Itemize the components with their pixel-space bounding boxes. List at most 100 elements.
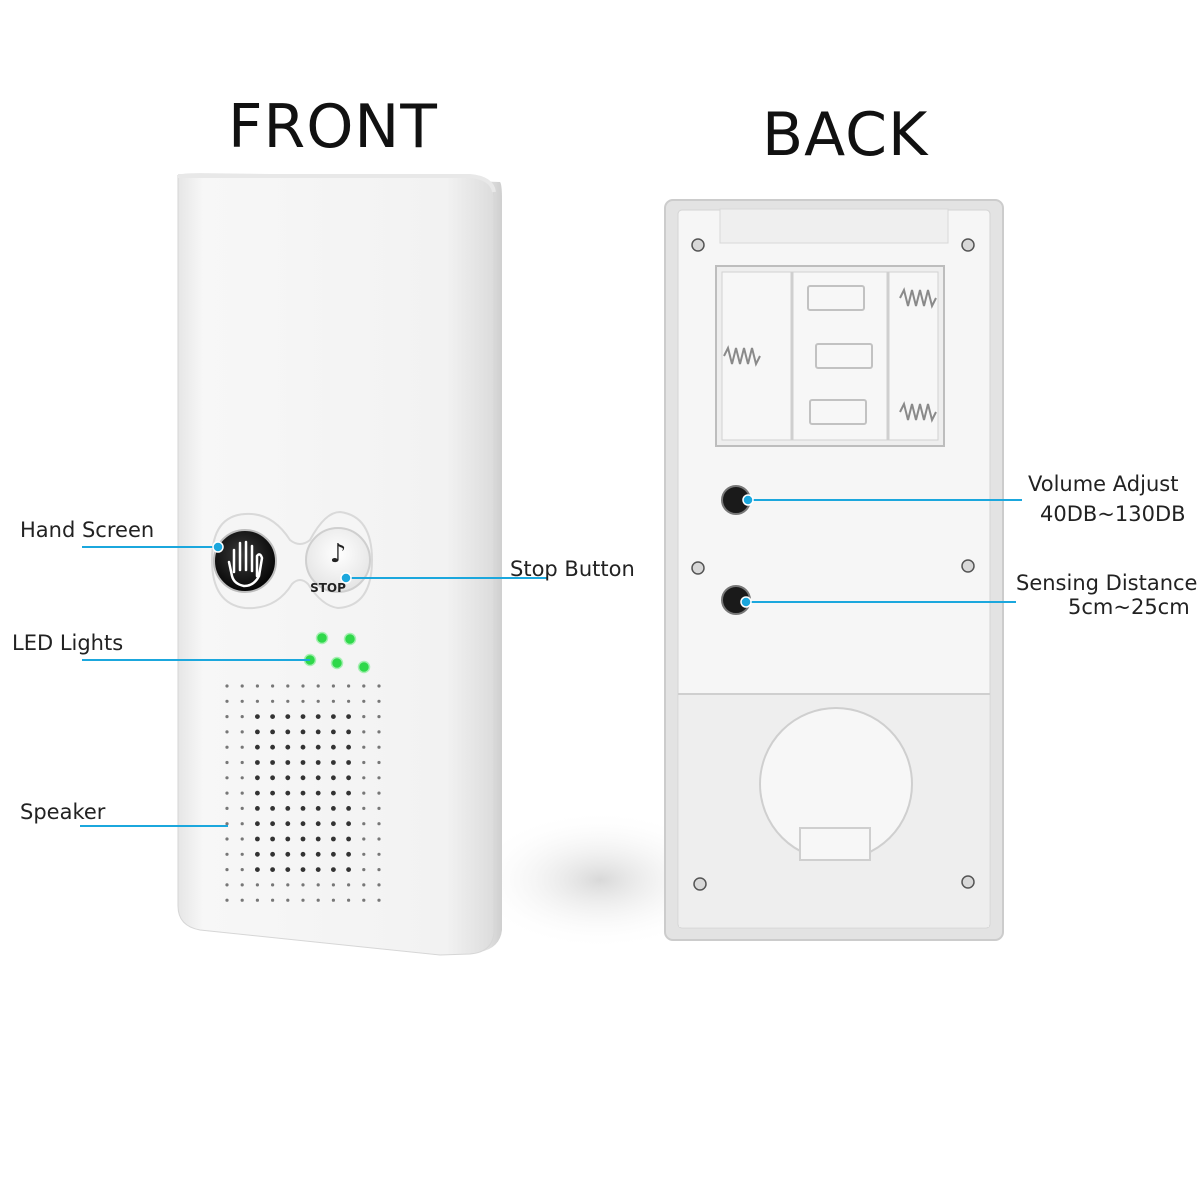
speaker-hole xyxy=(331,851,336,857)
speaker-hole xyxy=(315,775,321,781)
front-top-edge xyxy=(178,174,496,193)
speaker-hole xyxy=(225,837,229,841)
speaker-hole xyxy=(270,851,275,857)
speaker-hole xyxy=(255,883,259,887)
speaker-hole xyxy=(240,791,244,795)
speaker-hole xyxy=(377,730,381,734)
speaker-hole xyxy=(285,806,291,811)
speaker-hole xyxy=(271,883,275,887)
speaker-hole xyxy=(240,730,244,734)
stop-button-label: Stop Button xyxy=(510,557,635,581)
speaker-hole xyxy=(346,775,351,781)
speaker-hole xyxy=(377,684,381,688)
speaker-hole xyxy=(255,699,259,703)
speaker-hole xyxy=(270,867,275,872)
speaker-hole xyxy=(255,867,260,872)
front-title: FRONT xyxy=(228,92,438,162)
speaker-hole xyxy=(240,745,244,749)
speaker-hole xyxy=(225,868,229,872)
speaker-hole xyxy=(362,730,366,734)
speaker-hole xyxy=(240,684,244,688)
speaker-hole xyxy=(270,806,275,811)
speaker-hole xyxy=(301,883,305,887)
speaker-hole xyxy=(331,790,336,796)
speaker-hole xyxy=(271,684,275,688)
speaker-hole xyxy=(377,745,381,749)
speaker-hole xyxy=(331,775,336,781)
screw xyxy=(961,559,975,573)
speaker-hole xyxy=(346,790,351,796)
speaker-hole xyxy=(316,699,320,703)
note-icon: ♪ xyxy=(330,539,347,569)
speaker-hole xyxy=(331,806,336,811)
speaker-hole xyxy=(271,898,275,902)
stop-button[interactable] xyxy=(305,527,371,593)
speaker-hole xyxy=(347,898,351,902)
speaker-hole xyxy=(286,898,290,902)
speaker-hole xyxy=(331,714,336,719)
screw xyxy=(691,238,705,252)
speaker-hole xyxy=(225,791,229,795)
speaker-hole xyxy=(331,898,335,902)
speaker-hole xyxy=(285,836,291,842)
speaker-hole xyxy=(225,852,229,856)
speaker-hole xyxy=(331,760,336,765)
speaker-hole xyxy=(315,851,321,857)
speaker-hole xyxy=(270,760,275,765)
speaker-hole xyxy=(255,836,260,842)
speaker-hole xyxy=(240,898,244,902)
front-device: ♪ STOP xyxy=(177,173,730,956)
speaker-hole xyxy=(270,729,275,735)
speaker-hole xyxy=(240,837,244,841)
speaker-hole xyxy=(255,744,260,750)
volume-range-label: 40DB~130DB xyxy=(1040,502,1186,526)
speaker-hole xyxy=(285,851,291,857)
speaker-hole xyxy=(225,684,229,688)
speaker-hole xyxy=(240,822,244,826)
speaker-hole xyxy=(346,851,351,857)
speaker-hole xyxy=(255,898,259,902)
speaker-hole xyxy=(255,821,260,827)
speaker-hole xyxy=(300,775,306,781)
speaker-hole xyxy=(377,776,381,780)
speaker-hole xyxy=(255,729,260,735)
speaker-hole xyxy=(270,790,275,796)
screws xyxy=(691,238,975,891)
speaker-hole xyxy=(362,760,366,765)
speaker-hole xyxy=(240,776,244,780)
speaker-hole xyxy=(285,821,291,827)
speaker-hole xyxy=(346,836,351,842)
speaker-hole xyxy=(316,898,320,902)
speaker-hole xyxy=(346,760,351,765)
speaker-hole xyxy=(300,851,306,857)
led-light xyxy=(315,631,329,645)
speaker-label: Speaker xyxy=(20,800,106,824)
speaker-hole xyxy=(377,791,381,795)
battery-compartment xyxy=(715,265,945,447)
speaker-hole xyxy=(315,790,321,796)
speaker-hole xyxy=(225,883,229,887)
speaker-hole xyxy=(362,822,366,826)
speaker-hole xyxy=(331,821,336,827)
speaker-hole xyxy=(362,776,366,780)
speaker-hole xyxy=(315,729,321,735)
hand-icon xyxy=(227,540,264,588)
speaker-hole xyxy=(362,791,366,795)
speaker-hole xyxy=(377,822,381,826)
speaker-hole xyxy=(225,806,229,811)
speaker-hole xyxy=(285,744,291,750)
speaker-hole xyxy=(285,729,291,735)
speaker-hole xyxy=(255,790,260,796)
speaker-hole xyxy=(331,836,336,842)
callout-dot xyxy=(742,494,754,506)
speaker-hole xyxy=(271,699,275,703)
speaker-hole xyxy=(331,699,335,703)
battery-icon xyxy=(809,399,867,425)
battery-icon xyxy=(807,285,865,311)
speaker-hole xyxy=(255,851,260,857)
speaker-hole xyxy=(286,684,290,688)
battery-icon xyxy=(815,343,873,369)
speaker-hole xyxy=(331,729,336,735)
led-lights-label: LED Lights xyxy=(12,631,124,655)
